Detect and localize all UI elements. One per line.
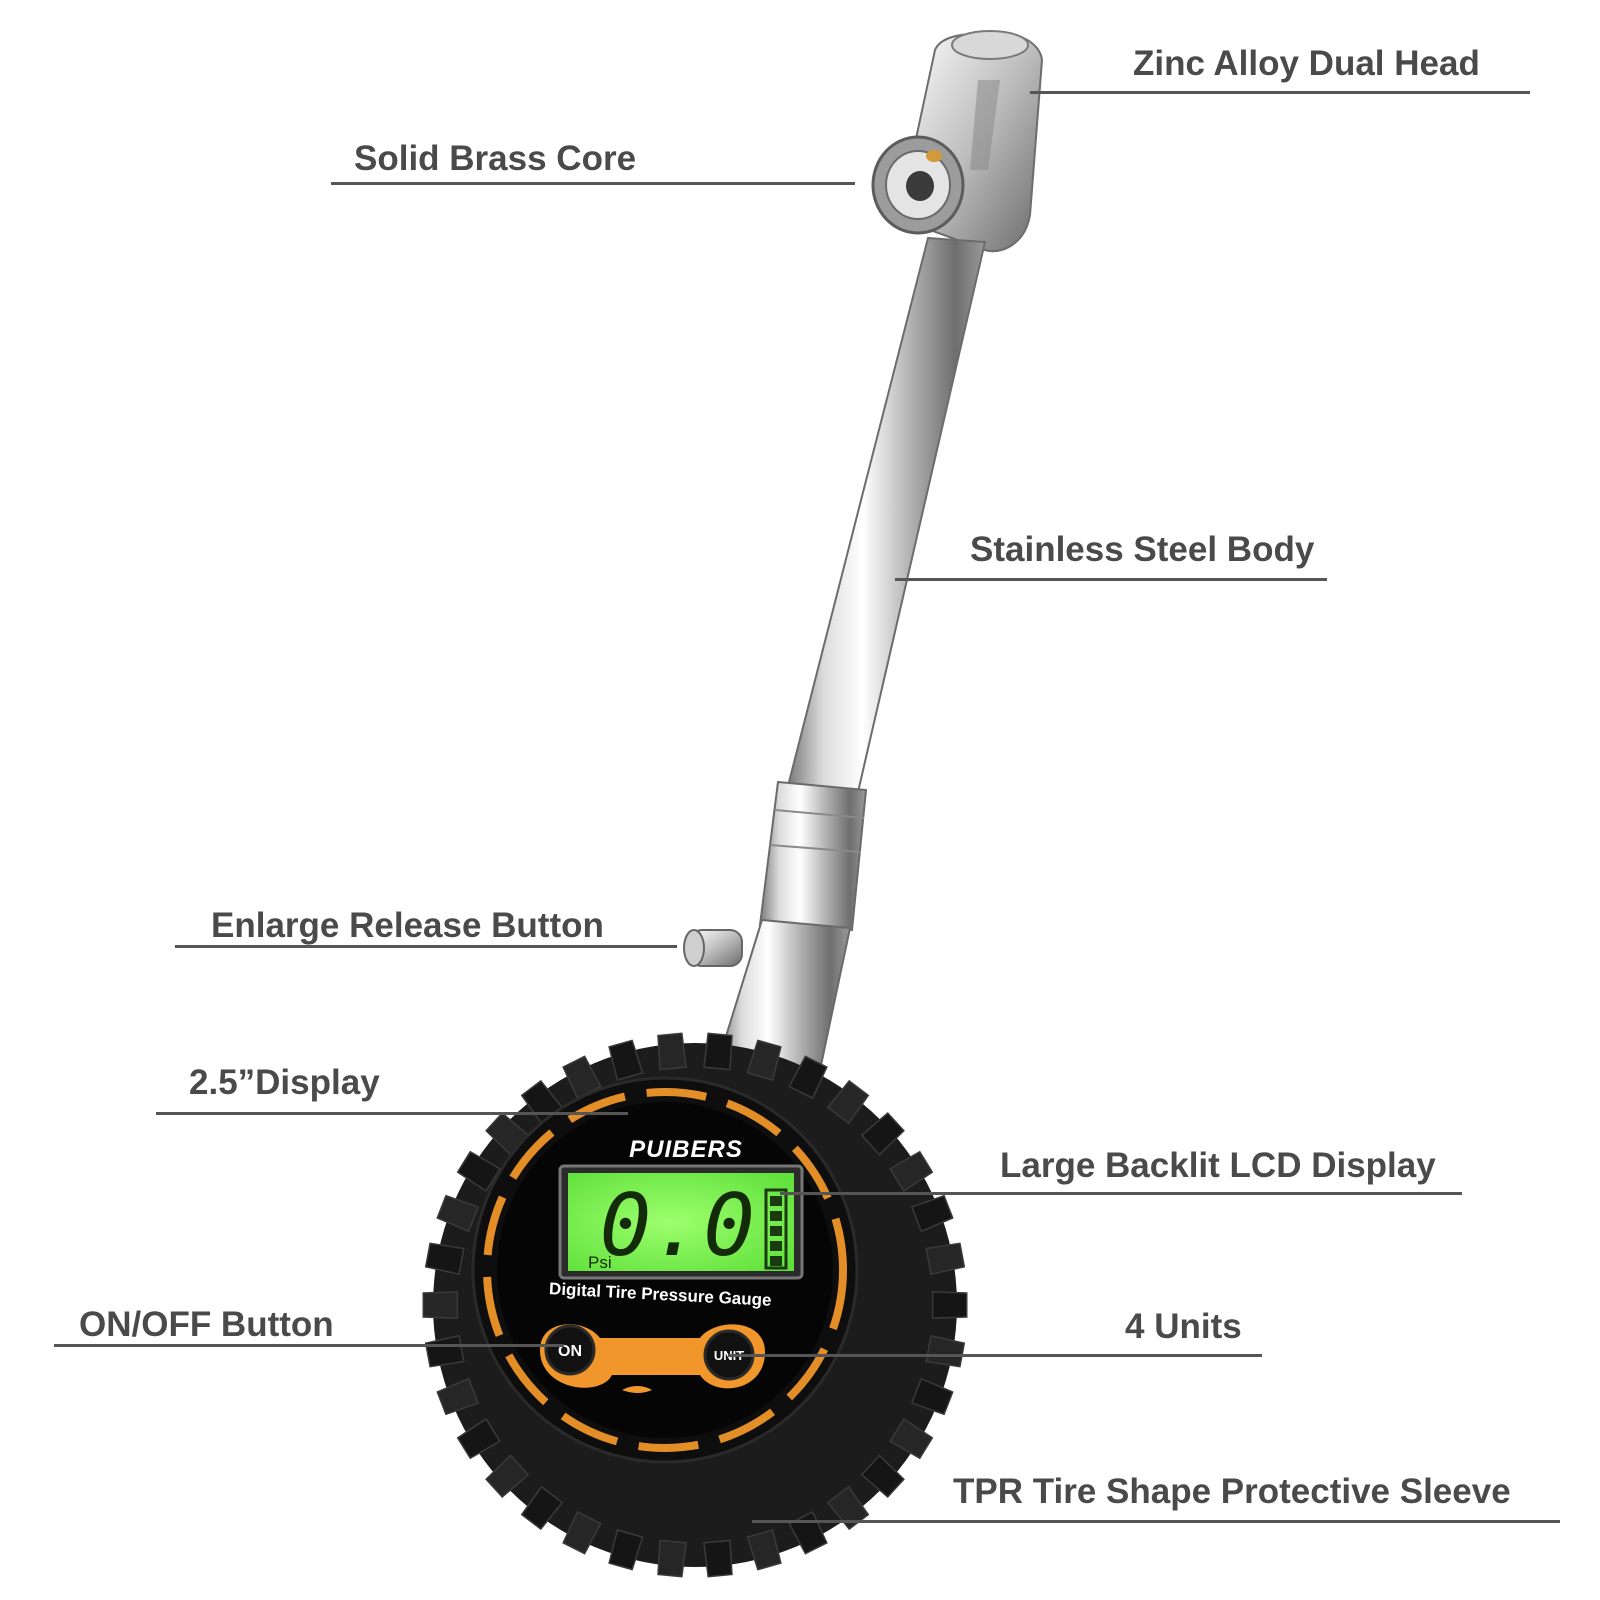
release-button-icon <box>683 929 743 967</box>
lcd-unit: Psi <box>588 1253 612 1272</box>
tread-block <box>925 1242 966 1276</box>
tread-block <box>608 1529 644 1571</box>
label-on-off-button: ON/OFF Button <box>79 1305 334 1344</box>
label-4-units: 4 Units <box>1125 1307 1242 1346</box>
tread-block <box>562 1055 602 1100</box>
tread-block <box>931 1291 968 1319</box>
gauge-body: 0.0 Psi PUIBERS Digital Tire Pressure Ga… <box>422 1032 968 1578</box>
label-enlarge-release-button: Enlarge Release Button <box>211 906 604 945</box>
tread-block <box>889 1417 934 1460</box>
dual-head <box>871 30 1044 253</box>
on-button-label: ON <box>558 1343 582 1360</box>
tread-block <box>703 1032 733 1071</box>
tread-block <box>925 1334 966 1368</box>
on-button-icon <box>544 1324 596 1376</box>
leader-zinc-alloy-dual-head <box>1030 91 1530 94</box>
leader-tpr-protective-sleeve <box>752 1520 1560 1523</box>
tread-block <box>910 1377 954 1416</box>
label-display-size: 2.5”Display <box>189 1063 380 1102</box>
leader-enlarge-release-button <box>175 945 677 948</box>
label-solid-brass-core: Solid Brass Core <box>354 139 637 178</box>
tread-block <box>746 1039 782 1081</box>
tread-block <box>826 1485 870 1531</box>
tread-block <box>657 1539 687 1578</box>
leader-stainless-steel-body <box>895 578 1327 581</box>
tread-block <box>746 1529 782 1571</box>
tread-block <box>485 1454 530 1498</box>
tread-block <box>860 1454 905 1498</box>
tread-block <box>520 1485 564 1531</box>
tread-block <box>456 1417 501 1460</box>
tread-block <box>657 1032 687 1071</box>
leader-on-off-button <box>54 1344 564 1347</box>
tread-block <box>456 1150 501 1193</box>
leader-4-units <box>728 1354 1262 1357</box>
leader-large-backlit-lcd-display <box>780 1192 1462 1195</box>
leader-display-size <box>156 1112 628 1115</box>
label-tpr-protective-sleeve: TPR Tire Shape Protective Sleeve <box>953 1472 1511 1511</box>
lcd-reading: 0.0 <box>600 1176 755 1276</box>
tread-block <box>436 1377 480 1416</box>
label-zinc-alloy-dual-head: Zinc Alloy Dual Head <box>1133 44 1480 83</box>
tread-block <box>826 1079 870 1125</box>
tread-block <box>910 1194 954 1233</box>
battery-indicator-icon <box>764 1188 788 1270</box>
brand-logo: PUIBERS <box>629 1136 743 1163</box>
tread-block <box>889 1150 934 1193</box>
steel-body <box>716 236 987 1072</box>
tread-block <box>608 1039 644 1081</box>
tread-block <box>424 1334 465 1368</box>
tread-block <box>562 1510 602 1555</box>
leader-solid-brass-core <box>331 182 855 185</box>
label-stainless-steel-body: Stainless Steel Body <box>970 530 1315 569</box>
tread-block <box>788 1055 828 1100</box>
tread-block <box>422 1291 459 1319</box>
tread-block <box>424 1242 465 1276</box>
tread-block <box>436 1194 480 1233</box>
label-large-backlit-lcd-display: Large Backlit LCD Display <box>1000 1146 1436 1185</box>
tread-block <box>860 1112 905 1156</box>
tread-block <box>703 1539 733 1578</box>
